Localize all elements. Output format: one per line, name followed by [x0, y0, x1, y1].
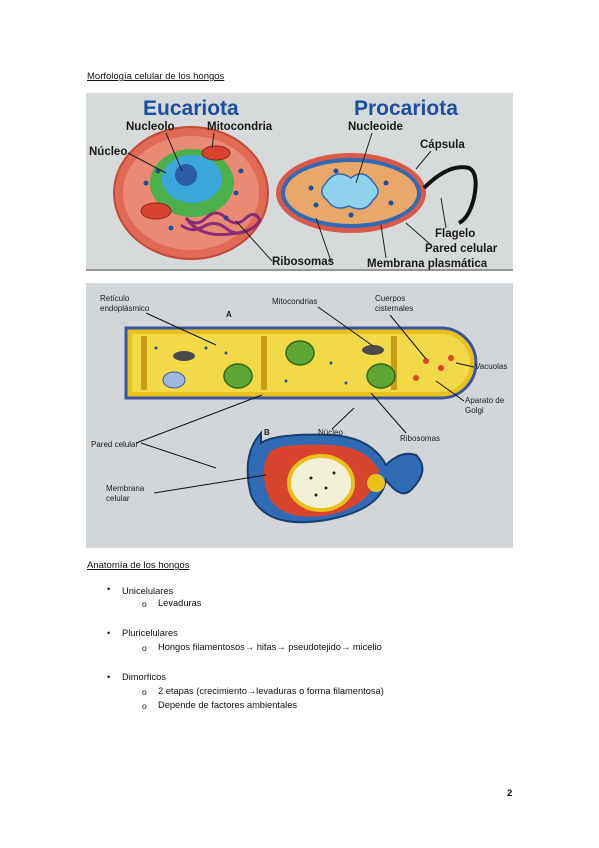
label-aparato-2: Golgi	[465, 406, 484, 415]
list-item-dimorficos: Dimorficos	[122, 672, 166, 682]
label-membrana-plasmatica: Membrana plasmática	[367, 258, 488, 270]
label-B: B	[264, 428, 270, 437]
prokaryotic-cell	[276, 153, 478, 233]
label-reticulo-2: endoplásmico	[100, 304, 150, 313]
flagellum	[422, 165, 478, 225]
nucleoid	[321, 173, 379, 210]
label-pared-celular-2: Pared celular	[91, 440, 138, 449]
sub-item-hongos-filamentosos: Hongos filamentosos→ hifas→ pseudotejido…	[158, 642, 382, 652]
yeast-cell	[246, 430, 424, 524]
label-flagelo: Flagelo	[435, 228, 475, 240]
sub-bullet: o	[142, 687, 147, 697]
sub-bullet: o	[142, 701, 147, 711]
label-mitocondrias: Mitocondrias	[272, 297, 317, 306]
label-membrana-1: Membrana	[106, 484, 145, 493]
section-heading-anatomia: Anatomía de los hongos	[87, 560, 190, 571]
label-aparato-1: Aparato de	[465, 396, 505, 405]
label-nucleoide: Nucleoide	[348, 121, 403, 133]
sub-item-levaduras: Levaduras	[158, 598, 202, 608]
label-nucleo: Núcleo	[89, 146, 127, 158]
sub-bullet: o	[142, 599, 147, 609]
label-capsula: Cápsula	[420, 139, 465, 151]
sub-item-2-etapas: 2 etapas (crecimiento→levaduras o forma …	[158, 686, 384, 696]
label-cuerpos-2: cisternales	[375, 304, 413, 313]
sub-bullet: o	[142, 643, 147, 653]
list-item-unicelulares: Unicelulares	[122, 586, 174, 596]
figure-eucariota-procariota: Eucariota Procariota Nucleolo Mitocondri…	[86, 93, 513, 271]
label-A: A	[226, 310, 232, 319]
label-vacuolas: Vacuolas	[475, 362, 507, 371]
hypha-cell	[124, 326, 478, 400]
figure-hifa-levadura: Retículo endoplásmico A Mitocondrias Cue…	[86, 283, 513, 548]
label-reticulo-1: Retículo	[100, 294, 130, 303]
label-ribosomas-2: Ribosomas	[400, 434, 440, 443]
bullet: •	[107, 628, 111, 638]
sub-item-depende-factores: Depende de factores ambientales	[158, 700, 298, 710]
label-membrana-2: celular	[106, 494, 130, 503]
label-nucleolo: Nucleolo	[126, 121, 175, 133]
bullet: •	[107, 584, 111, 594]
list-item-pluricelulares: Pluricelulares	[122, 628, 178, 638]
bullet: •	[107, 672, 111, 682]
label-pared-celular: Pared celular	[425, 243, 498, 255]
label-nucleo-2: Núcleo	[318, 428, 343, 437]
title-eucariota: Eucariota	[143, 97, 239, 120]
nucleolus	[175, 164, 197, 186]
label-cuerpos-1: Cuerpos	[375, 294, 405, 303]
page-number: 2	[507, 788, 513, 799]
title-procariota: Procariota	[354, 97, 458, 120]
label-mitocondria: Mitocondria	[207, 121, 273, 133]
label-ribosomas: Ribosomas	[272, 256, 334, 268]
section-heading-morfologia: Morfología celular de los hongos	[87, 71, 225, 82]
eukaryotic-cell	[113, 126, 269, 260]
